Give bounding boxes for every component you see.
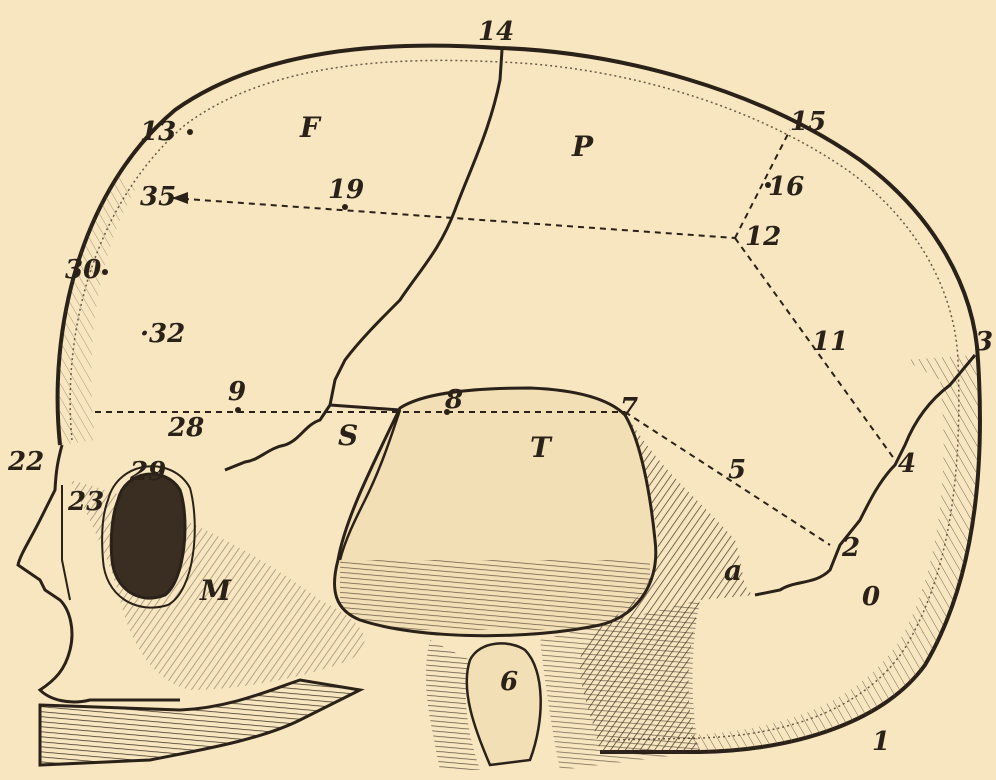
orbit <box>111 474 185 598</box>
label-19: 19 <box>328 175 364 205</box>
label-4: 4 <box>898 449 916 479</box>
label-13: 13 <box>140 117 176 147</box>
label-temporal: T <box>530 431 553 464</box>
label-15: 15 <box>790 107 826 137</box>
label-22: 22 <box>7 447 44 477</box>
label-6: 6 <box>500 667 518 697</box>
label-2: 2 <box>841 533 860 563</box>
dot-9 <box>235 407 241 413</box>
label-parietal: P <box>571 130 594 163</box>
label-frontal: F <box>299 111 322 144</box>
dot-13 <box>187 129 193 135</box>
label-a: a <box>724 554 742 587</box>
label-5: 5 <box>728 455 746 485</box>
label-14: 14 <box>478 17 514 47</box>
label-30: 30 <box>65 255 101 285</box>
label-7: 7 <box>620 393 638 423</box>
label-12: 12 <box>745 222 781 252</box>
label-9: 9 <box>228 377 246 407</box>
dot-30 <box>102 269 108 275</box>
label-1: 1 <box>872 727 890 757</box>
label-29: 29 <box>129 457 166 487</box>
label-11: 11 <box>812 327 848 357</box>
label-0: 0 <box>862 582 880 612</box>
label-3: 3 <box>975 327 993 357</box>
label-35: 35 <box>140 182 176 212</box>
label-23: 23 <box>67 487 104 517</box>
label-28: 28 <box>167 413 204 443</box>
label-32: ·32 <box>140 319 185 349</box>
label-16: 16 <box>768 172 804 202</box>
label-8: 8 <box>444 385 463 415</box>
label-malar: M <box>199 574 232 607</box>
label-sphenoid: S <box>338 419 358 452</box>
temporal-hatching <box>340 560 650 630</box>
